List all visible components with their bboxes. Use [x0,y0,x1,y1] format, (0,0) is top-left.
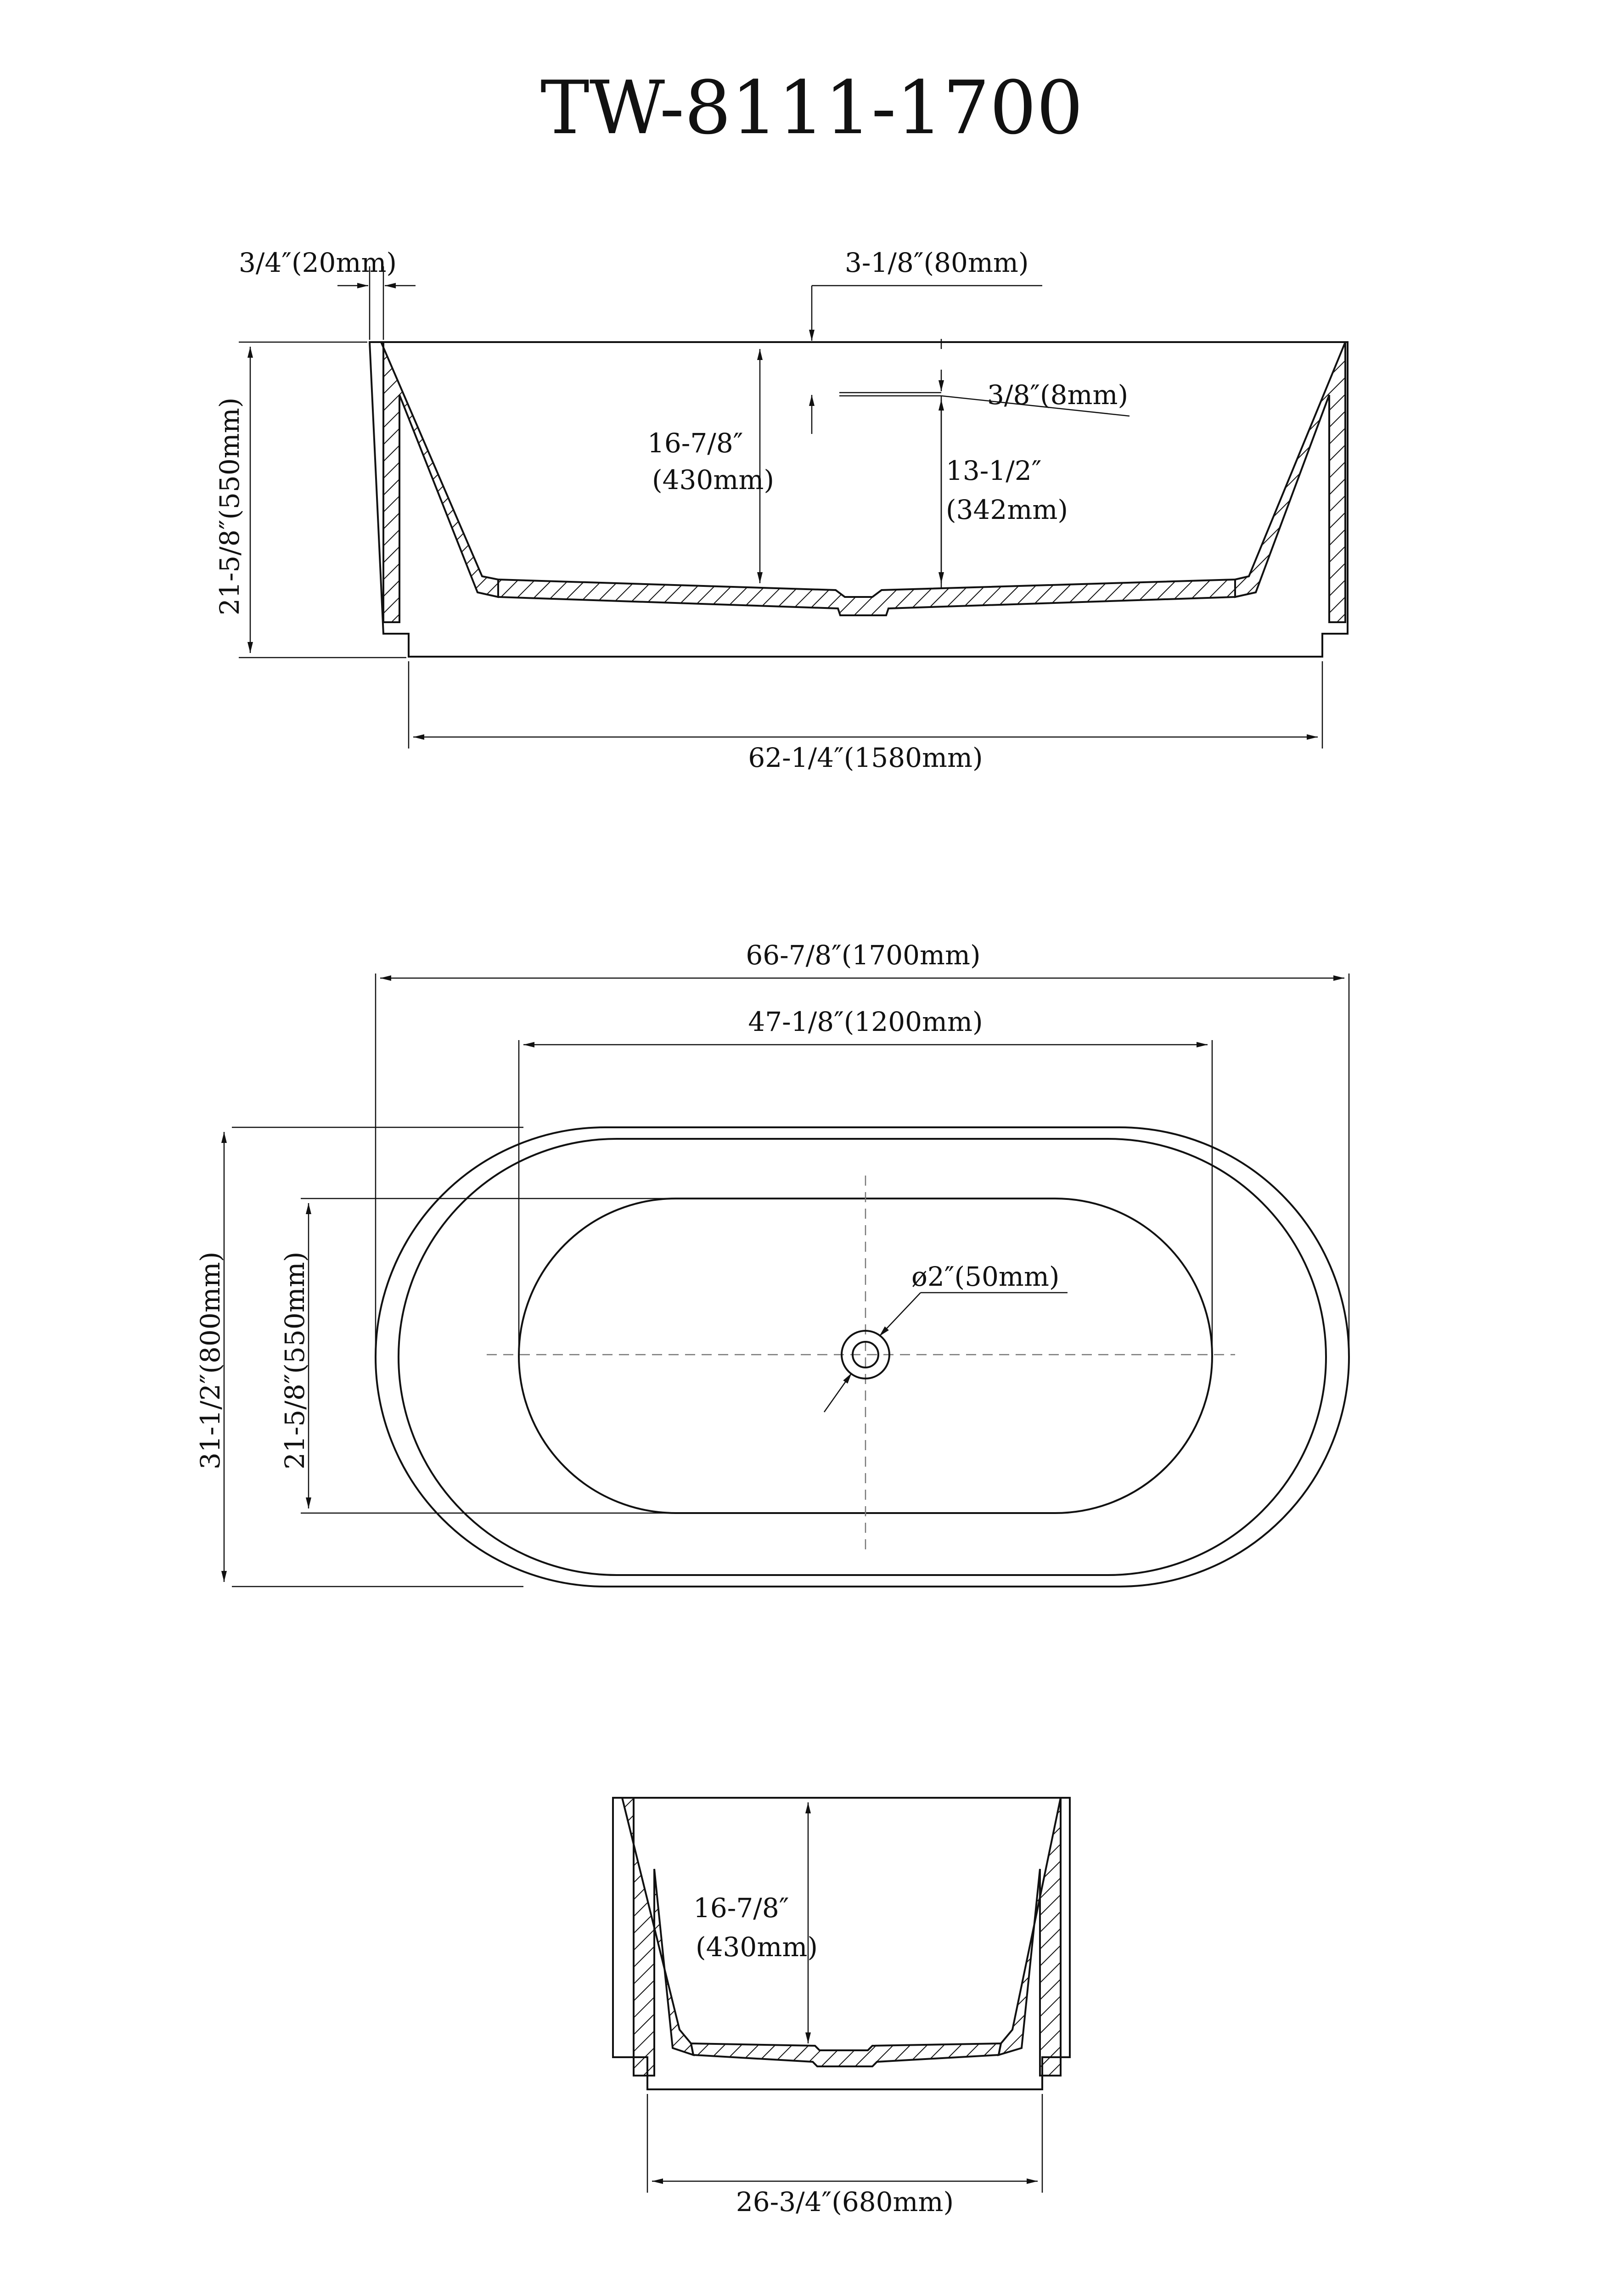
overflow-size-label: 3/8″(8mm) [987,379,1128,411]
drain-inner [852,1341,879,1368]
side-view-section [368,341,1349,658]
drawing-title: TW-8111-1700 [540,65,1083,151]
total-height-label: 21-5/8″(550mm) [214,398,245,615]
end-view-left-wall [621,1797,695,2077]
base-width-label: 26-3/4″(680mm) [736,2186,954,2217]
top-view: ø2″(50mm) 66-7/8″(1700mm) 47-1/8″(1200mm… [195,940,1350,1587]
side-view: 3/4″(20mm) 3-1/8″(80mm) 3/8″(8mm) 16-7/8… [214,247,1349,773]
inner-width-label: 21-5/8″(550mm) [279,1252,310,1469]
end-view-floor [690,2042,1002,2067]
drain-outer [841,1330,890,1379]
side-view-left-wall [379,341,499,623]
side-view-floor [497,578,1236,616]
end-view-right-wall [997,1797,1062,2077]
overflow-height-mm-label: (342mm) [946,494,1068,525]
overflow-offset-label: 3-1/8″(80mm) [845,247,1029,278]
base-length-label: 62-1/4″(1580mm) [748,742,983,773]
side-view-right-wall [1234,342,1346,623]
end-inner-depth-mm-label: (430mm) [696,1931,818,1963]
inner-length-label: 47-1/8″(1200mm) [748,1006,983,1037]
end-view: 16-7/8″ (430mm) 26-3/4″(680mm) [612,1797,1071,2217]
inner-depth-mm-label: (430mm) [652,464,774,495]
inner-depth-inch-label: 16-7/8″ [647,428,743,459]
end-view-section [612,1797,1071,2090]
drain-diameter-label: ø2″(50mm) [911,1261,1060,1292]
overall-length-label: 66-7/8″(1700mm) [746,940,980,971]
end-inner-depth-inch-label: 16-7/8″ [693,1892,789,1924]
overflow-height-inch-label: 13-1/2″ [946,455,1041,486]
top-view-inner-rim [398,1138,1327,1576]
overall-width-label: 31-1/2″(800mm) [195,1252,226,1469]
top-view-outer-rim [375,1126,1350,1587]
rim-thickness-label: 3/4″(20mm) [239,247,397,278]
